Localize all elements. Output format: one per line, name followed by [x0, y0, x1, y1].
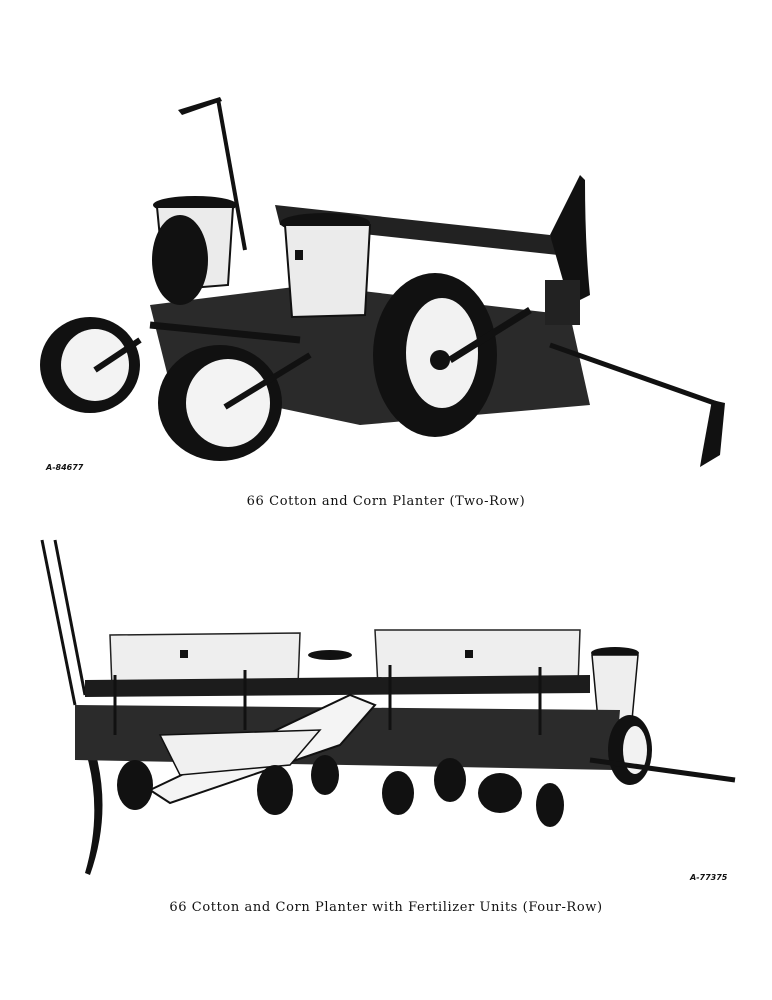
two-row-planter-photo	[30, 85, 745, 485]
figure-caption: 66 Cotton and Corn Planter with Fertiliz…	[169, 900, 603, 915]
four-row-planter-illustration	[40, 539, 736, 875]
figure-number: A-77375	[690, 873, 728, 882]
figure-caption: 66 Cotton and Corn Planter (Two-Row)	[246, 494, 526, 509]
two-row-planter-illustration	[40, 97, 725, 467]
figure-number: A-84677	[46, 463, 84, 472]
four-row-planter-photo	[30, 535, 745, 895]
